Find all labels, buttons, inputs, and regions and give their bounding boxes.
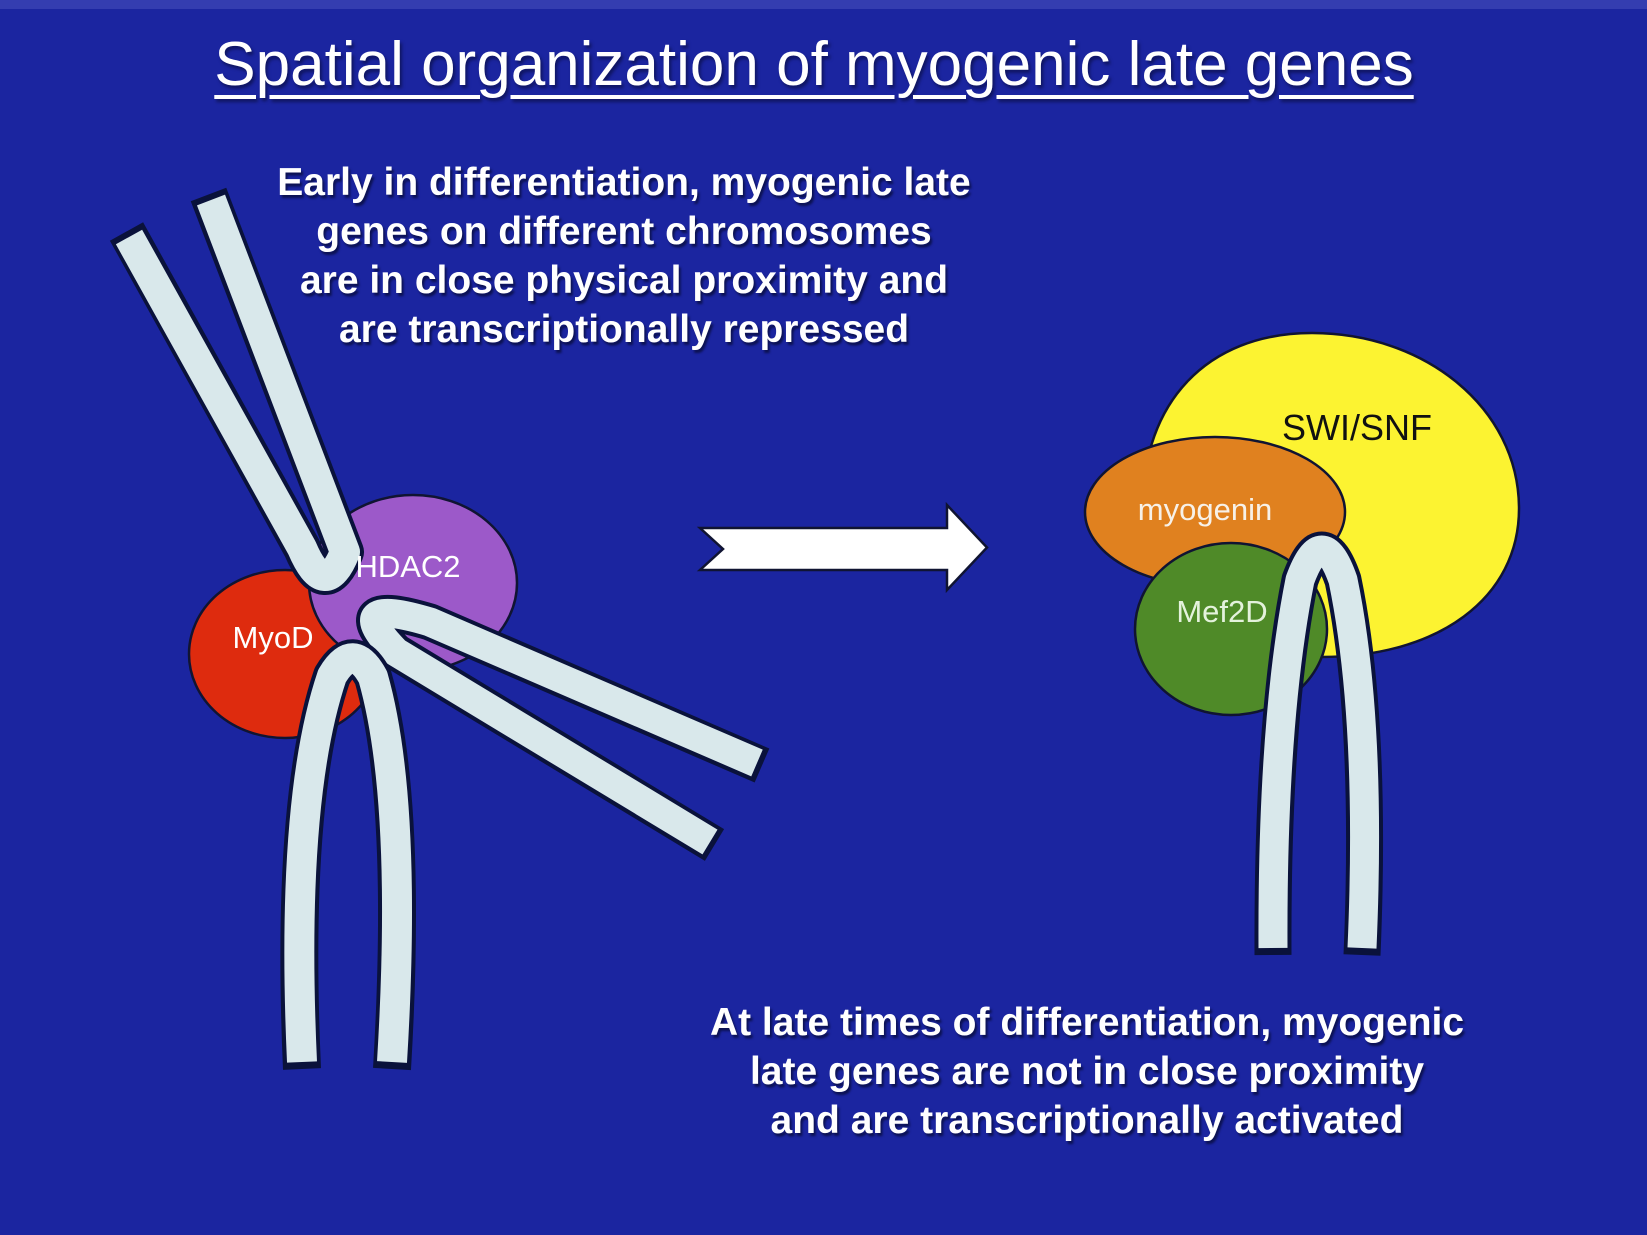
right-arrow-icon (696, 501, 989, 594)
late-differentiation-caption: At late times of differentiation, myogen… (709, 1001, 1465, 1142)
chromosome-loop-lowerright (360, 598, 763, 855)
early-differentiation-caption: Early in differentiation, myogenic late … (277, 161, 971, 351)
chromosome-arch-left (284, 643, 413, 1063)
myod-label: MyoD (232, 620, 314, 655)
swisnf-label: SWI/SNF (1282, 407, 1432, 448)
chromosome-arch-right (1258, 536, 1380, 949)
chromosome-loop-upperleft (115, 194, 360, 591)
hdac2-label: HDAC2 (355, 549, 461, 584)
myogenin-label: myogenin (1137, 492, 1273, 527)
top-edge-highlight (0, 0, 1647, 9)
mef2d-label: Mef2D (1176, 594, 1268, 629)
slide-title: Spatial organization of myogenic late ge… (214, 30, 1414, 99)
